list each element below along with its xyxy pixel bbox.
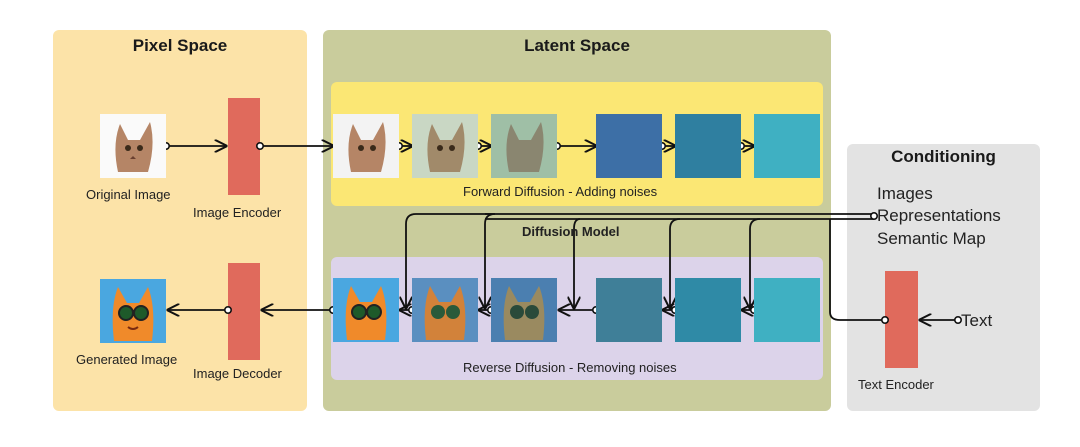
pixel-space-title: Pixel Space <box>132 36 228 55</box>
conditioning-panel: Conditioning <box>847 144 1040 411</box>
original-image <box>100 114 166 178</box>
forward-step-1-image <box>333 114 399 178</box>
image-decoder-block <box>228 263 260 360</box>
reverse-step-6-image <box>754 278 820 342</box>
forward-step-3-image <box>491 114 557 178</box>
latent-space-title: Latent Space <box>524 36 630 55</box>
conditioning-feed-line <box>406 213 874 308</box>
generated-image <box>100 279 166 343</box>
pixel-space-panel: Pixel Space <box>53 30 307 411</box>
conditioning-title: Conditioning <box>891 147 996 166</box>
image-decoder-label: Image Decoder <box>193 366 282 381</box>
diffusion-model-label: Diffusion Model <box>522 224 620 239</box>
text-input-label: Text <box>961 311 993 330</box>
reverse-diffusion-label: Reverse Diffusion - Removing noises <box>463 360 677 375</box>
generated-image-label: Generated Image <box>76 352 178 367</box>
reverse-step-1-image <box>333 278 399 342</box>
forward-step-4-image <box>596 114 662 178</box>
conditioning-item-representations: Representations <box>877 206 1001 225</box>
image-encoder-block <box>228 98 260 195</box>
original-image-label: Original Image <box>86 187 171 202</box>
text-encoder-block <box>885 271 918 368</box>
reverse-step-2-image <box>412 278 478 342</box>
forward-step-5-image <box>675 114 741 178</box>
image-encoder-label: Image Encoder <box>193 205 282 220</box>
conditioning-item-images: Images <box>877 184 933 203</box>
reverse-step-5-image <box>675 278 741 342</box>
reverse-step-4-image <box>596 278 662 342</box>
conditioning-item-semantic-map: Semantic Map <box>877 229 986 248</box>
forward-diffusion-label: Forward Diffusion - Adding noises <box>463 184 658 199</box>
reverse-step-3-image <box>491 278 557 342</box>
text-encoder-label: Text Encoder <box>858 377 934 392</box>
forward-step-2-image <box>412 114 478 178</box>
forward-step-6-image <box>754 114 820 178</box>
